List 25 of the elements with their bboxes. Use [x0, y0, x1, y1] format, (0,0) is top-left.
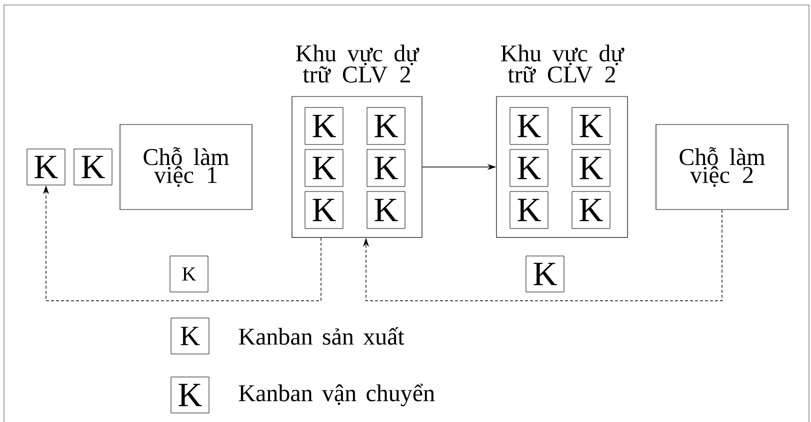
kanban-card: K [526, 256, 564, 292]
kanban-card: K [572, 149, 610, 187]
workplace-box: Chỗ làm việc 2 [656, 124, 788, 210]
legend-text: Kanban sản xuất [238, 327, 404, 345]
kanban-card: K [170, 256, 208, 292]
kanban-card: K [510, 149, 548, 187]
kanban-card: K [304, 107, 344, 145]
kanban-card: K [170, 318, 210, 354]
kanban-card: K [74, 148, 112, 186]
workplace-box: Chỗ làm việc 1 [120, 124, 252, 210]
kanban-card: K [170, 376, 210, 414]
kanban-card: K [510, 191, 548, 229]
kanban-card: K [510, 107, 548, 145]
kanban-card: K [366, 149, 406, 187]
kanban-card: K [366, 107, 406, 145]
area-title: Khu vực dự trữ CLV 2 [500, 44, 624, 83]
kanban-card: K [26, 148, 66, 186]
area-title: Khu vực dự trữ CLV 2 [296, 44, 420, 83]
kanban-card: K [304, 191, 344, 229]
kanban-card: K [304, 149, 344, 187]
kanban-card: K [572, 191, 610, 229]
kanban-card: K [572, 107, 610, 145]
kanban-card: K [366, 191, 406, 229]
legend-text: Kanban vận chuyển [238, 384, 435, 406]
arrow [362, 209, 722, 302]
